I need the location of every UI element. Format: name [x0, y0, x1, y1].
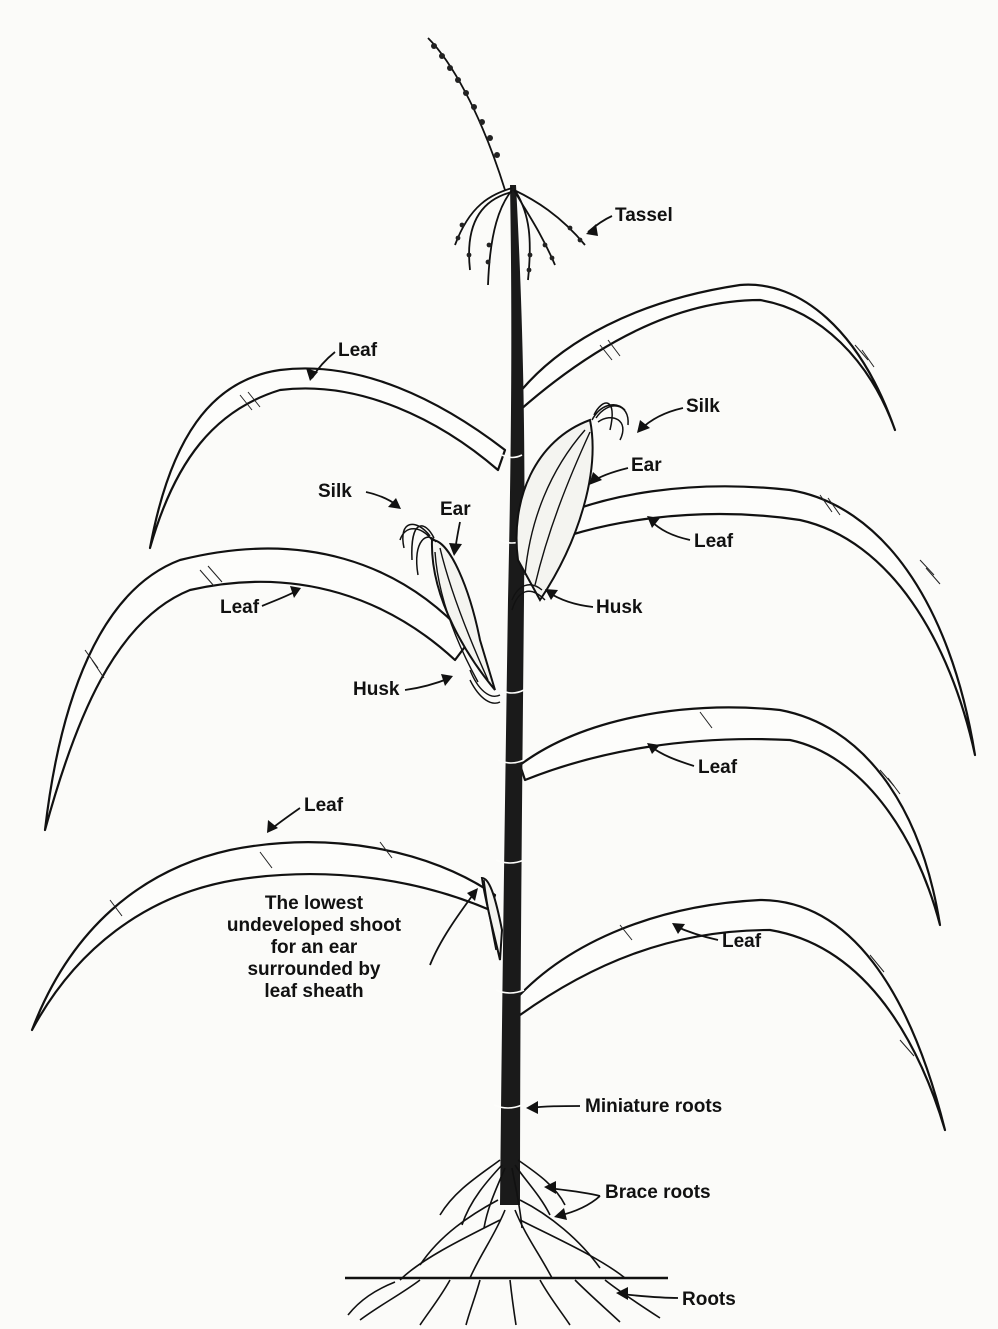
label-lowest-shoot: The lowest undeveloped shoot for an ear …	[219, 893, 409, 1003]
label-lowest-shoot-line-2: undeveloped shoot	[219, 915, 409, 937]
label-leaf-lower-left: Leaf	[304, 796, 343, 815]
label-roots: Roots	[682, 1290, 736, 1309]
label-silk-left: Silk	[318, 482, 352, 501]
label-husk-left: Husk	[353, 680, 399, 699]
label-miniature-roots: Miniature roots	[585, 1097, 722, 1116]
label-ear-left: Ear	[440, 500, 471, 519]
label-leaf-mid-left: Leaf	[220, 598, 259, 617]
label-silk-right: Silk	[686, 397, 720, 416]
label-brace-roots: Brace roots	[605, 1183, 711, 1202]
label-husk-right: Husk	[596, 598, 642, 617]
label-lowest-shoot-line-5: leaf sheath	[219, 981, 409, 1003]
label-leaf-bottom-right: Leaf	[722, 932, 761, 951]
leaf-upper-left	[150, 368, 505, 548]
lowest-shoot-drawing	[482, 878, 502, 960]
leaf-lower-right	[520, 707, 940, 925]
label-tassel: Tassel	[615, 206, 673, 225]
label-ear-right: Ear	[631, 456, 662, 475]
label-leaf-top-left: Leaf	[338, 341, 377, 360]
label-lowest-shoot-line-1: The lowest	[219, 893, 409, 915]
label-lowest-shoot-line-3: for an ear	[219, 937, 409, 959]
label-leaf-lower-right: Leaf	[698, 758, 737, 777]
tassel-drawing	[428, 38, 585, 285]
underground-roots-drawing	[348, 1280, 660, 1325]
label-lowest-shoot-line-4: surrounded by	[219, 959, 409, 981]
label-leaf-mid-right: Leaf	[694, 532, 733, 551]
stalk	[500, 185, 525, 1205]
